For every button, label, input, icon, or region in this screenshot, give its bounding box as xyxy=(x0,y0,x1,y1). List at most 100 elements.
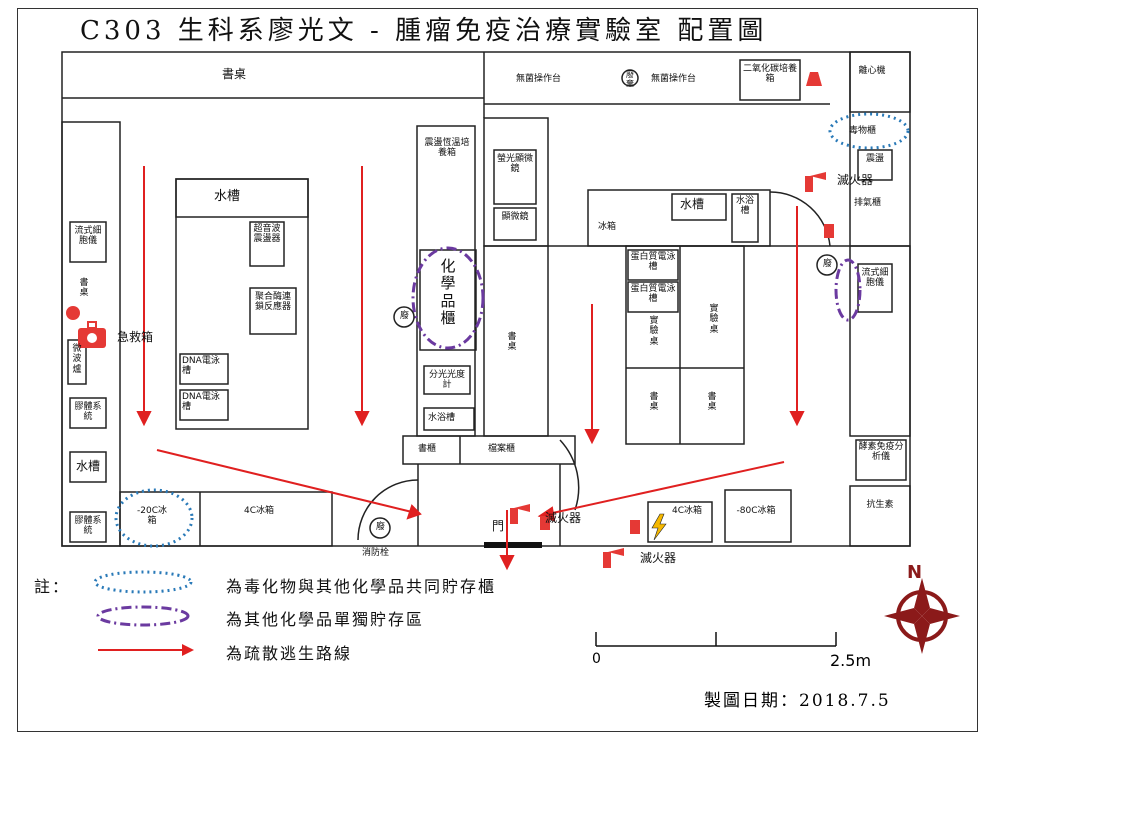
label-elisa: 酵素免疫分析儀 xyxy=(858,442,904,463)
label-fridge-4-left: 4C冰箱 xyxy=(244,506,275,516)
waste-label: 廢 xyxy=(823,259,833,269)
label-desk-top: 書桌 xyxy=(222,67,247,81)
compass-rose-icon xyxy=(884,578,960,654)
sonicator-box xyxy=(249,221,285,267)
label-file-cab: 檔案櫃 xyxy=(488,444,516,454)
route-arrowhead xyxy=(584,429,600,445)
legend-toxic-symbol xyxy=(93,570,193,594)
label-antibiotic: 抗生素 xyxy=(866,500,894,510)
scope-box xyxy=(493,207,537,241)
protein1-box xyxy=(627,249,679,281)
label-dna2: DNA電泳槽 xyxy=(182,392,220,413)
label-scope: 顯微鏡 xyxy=(501,212,529,222)
label-book-cab: 書櫃 xyxy=(418,444,437,454)
waste-bin-icon xyxy=(369,517,391,539)
label-pcr: 聚合酶連鎖反應器 xyxy=(254,292,291,313)
label-co2: 二氧化碳培養箱 xyxy=(742,64,797,85)
route-arrowhead xyxy=(406,504,422,520)
legend-other-symbol xyxy=(96,605,190,627)
label-waterbath2: 水浴槽 xyxy=(735,196,754,217)
route-arrowhead xyxy=(499,555,515,571)
gas-icon xyxy=(630,520,640,534)
label-first-aid: 急救箱 xyxy=(117,330,154,344)
compass-north: N xyxy=(907,562,923,583)
other-chem-ring xyxy=(411,246,485,350)
door-arc xyxy=(357,479,419,541)
dna1-box xyxy=(179,353,229,385)
scale-bar xyxy=(595,632,837,647)
label-hood2: 無菌操作台 xyxy=(651,74,697,84)
extinguisher-nozzle xyxy=(810,172,826,180)
label-sonicator: 超音波震盪器 xyxy=(253,224,281,245)
label-dna1: DNA電泳槽 xyxy=(182,356,220,377)
label-desk-left: 書桌 xyxy=(79,278,89,299)
electric-hazard-icon xyxy=(651,513,667,541)
elisa-box xyxy=(855,439,907,481)
label-protein2: 蛋白質電泳槽 xyxy=(630,284,676,305)
label-extinguisher-3: 滅火器 xyxy=(640,551,677,565)
label-shaker: 震盪恆溫培養箱 xyxy=(424,138,470,159)
label-icebox: 冰箱 xyxy=(598,222,617,232)
label-gel1: 膠體系統 xyxy=(74,402,102,423)
label-extinguisher-2: 滅火器 xyxy=(545,511,582,525)
legend-toxic-text: 為毒化物與其他化學品共同貯存櫃 xyxy=(226,577,497,596)
label-bench1: 實驗桌 xyxy=(649,316,659,347)
waste-label: 廢 xyxy=(376,522,386,532)
sink-right-box xyxy=(671,193,727,221)
scale-end: 2.5m xyxy=(830,651,872,670)
flow-right-box xyxy=(857,263,893,313)
cabinet-row xyxy=(402,435,576,465)
chart-date: 製圖日期：2018.7.5 xyxy=(704,691,891,711)
label-spectro: 分光光度計 xyxy=(428,370,465,391)
label-gel2: 膠體系統 xyxy=(74,516,102,537)
chem-cabinet-box xyxy=(419,249,477,351)
shaker2-box xyxy=(857,149,893,181)
label-hydrant: 消防栓 xyxy=(362,548,390,558)
extinguisher-nozzle xyxy=(514,504,530,512)
label-sink-left: 水槽 xyxy=(214,189,241,204)
label-chem-cab: 化學品櫃 xyxy=(440,257,456,327)
extinguisher-nozzle xyxy=(608,548,624,556)
gas-icon xyxy=(824,224,834,238)
label-protein1: 蛋白質電泳槽 xyxy=(630,252,676,273)
label-centrifuge: 離心機 xyxy=(858,66,886,76)
gel2-box xyxy=(69,511,107,543)
sink-left-box xyxy=(175,178,309,218)
waste-label: 廢棄 xyxy=(626,70,634,89)
label-fridge-m80: -80C冰箱 xyxy=(736,506,776,516)
scale-start: 0 xyxy=(592,651,601,667)
floor-plan-frame xyxy=(17,8,978,732)
pcr-box xyxy=(249,287,297,335)
extinguisher-icon xyxy=(603,552,611,568)
route-arrow xyxy=(156,449,413,513)
legend-note: 註： xyxy=(34,577,71,596)
label-fluor-scope: 螢光顯微鏡 xyxy=(496,154,533,175)
spectro-box xyxy=(423,365,471,395)
label-shaker2: 震盪 xyxy=(865,154,884,164)
label-extinguisher-1: 滅火器 xyxy=(837,173,874,187)
label-sink-low: 水槽 xyxy=(75,459,100,473)
left-column xyxy=(61,121,121,547)
fire-icon xyxy=(806,72,822,86)
outer-wall xyxy=(61,51,911,547)
label-waterbath: 水浴槽 xyxy=(428,413,456,423)
legend-route-arrowhead xyxy=(182,644,194,656)
dna2-box xyxy=(179,389,229,421)
door-arc xyxy=(769,191,831,247)
toxic-ring xyxy=(114,488,194,548)
gel1-box xyxy=(69,397,107,429)
first-aid-handle xyxy=(87,321,97,329)
label-desk-r2: 書桌 xyxy=(707,392,717,413)
page-title: C303 生科系廖光文 - 腫瘤免疫治療實驗室 配置圖 xyxy=(80,16,768,46)
label-flow-right: 流式細胞儀 xyxy=(861,268,889,289)
fridge-row-left xyxy=(119,491,333,547)
toxic-ring xyxy=(828,112,910,150)
door-mark xyxy=(484,542,542,548)
label-microwave: 微波爐 xyxy=(72,344,82,375)
label-hood1: 無菌操作台 xyxy=(516,74,562,84)
centrifuge-box xyxy=(849,51,911,113)
label-desk-mid: 書桌 xyxy=(507,332,517,353)
label-fridge-4-right: 4C冰箱 xyxy=(672,506,703,516)
label-exhaust: 排氣櫃 xyxy=(854,198,882,208)
